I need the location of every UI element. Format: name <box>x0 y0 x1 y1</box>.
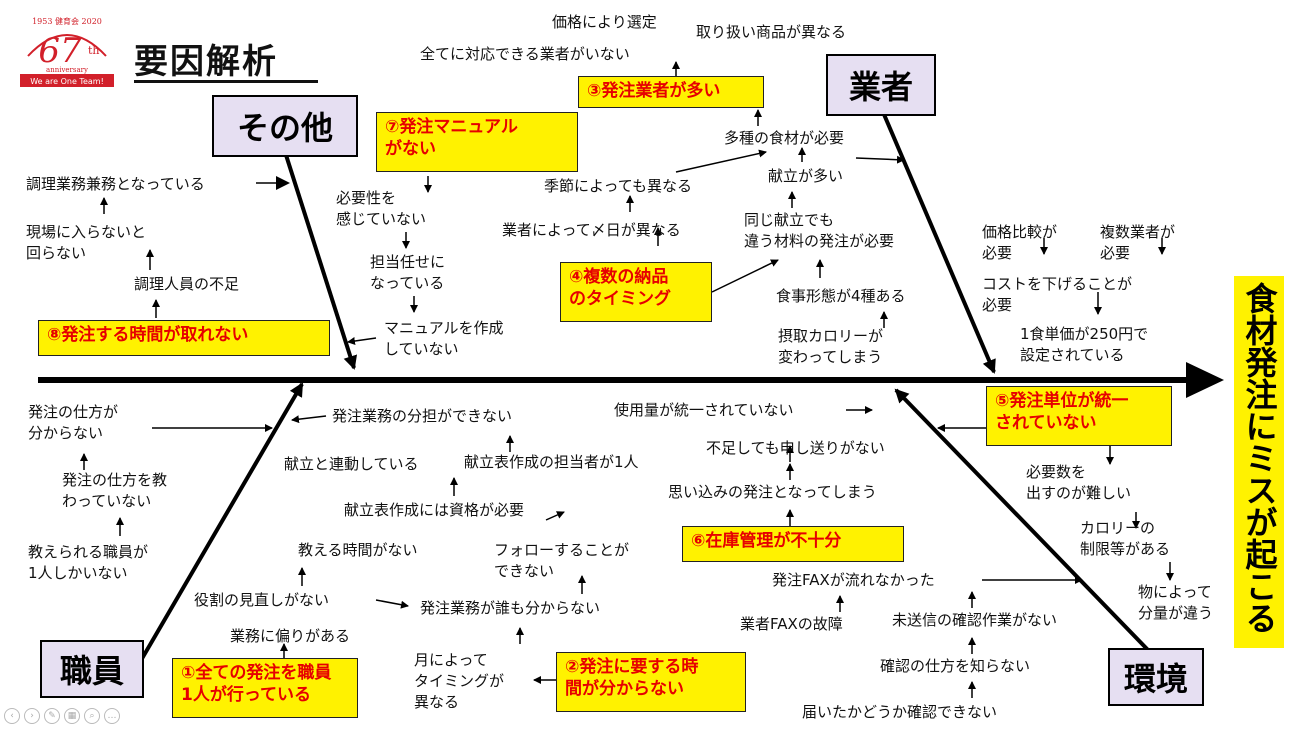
label-shiyoryo: 使用量が統一されていない <box>614 401 794 419</box>
label-todoita: 届いたかどうか確認できない <box>802 703 998 721</box>
label-fukusu-gyosha: 複数業者が 必要 <box>1100 223 1176 262</box>
label-kakunin-shikata: 確認の仕方を知らない <box>880 657 1031 675</box>
label-hitsuyosei: 必要性を 感じていない <box>336 189 427 228</box>
label-oshierareru: 教えられる職員が 1人しかいない <box>28 543 149 582</box>
next-slide-icon[interactable]: › <box>24 708 40 724</box>
bone-kankyo <box>894 388 1150 652</box>
page-title: 要因解析 <box>134 42 278 82</box>
category-sonota: その他 <box>212 95 358 157</box>
label-oshieru-jikan: 教える時間がない <box>298 541 418 559</box>
label-shokuji-keitai: 食事形態が4種ある <box>776 287 906 305</box>
label-sesshu-cal: 摂取カロリーが 変わってしまう <box>778 327 884 366</box>
label-kondate-oi: 献立が多い <box>768 167 844 185</box>
label-kakaku: 価格により選定 <box>552 13 657 31</box>
pen-icon[interactable]: ✎ <box>44 708 60 724</box>
label-fax-kosho: 業者FAXの故障 <box>740 615 843 633</box>
category-kankyo: 環境 <box>1108 648 1204 706</box>
cause-3: ③発注業者が多い <box>578 76 764 108</box>
label-cho-kenmu: 調理業務兼務となっている <box>26 175 205 193</box>
label-tsuki: 月によって タイミングが 異なる <box>414 651 505 711</box>
cause-4: ④複数の納品 のタイミング <box>560 262 712 322</box>
label-shikata-wakaranai: 発注の仕方が 分からない <box>28 403 119 442</box>
label-genba: 現場に入らないと 回らない <box>26 223 147 262</box>
slides-icon[interactable]: ▦ <box>64 708 80 724</box>
label-misoushin: 未送信の確認作業がない <box>892 611 1058 629</box>
label-kondate-rendo: 献立と連動している <box>284 455 419 473</box>
label-fusoku-moushiokuri: 不足しても申し送りがない <box>706 439 885 457</box>
label-gyosha-shime: 業者によって〆日が異なる <box>502 221 681 239</box>
label-manual-sakusei: マニュアルを作成 していない <box>384 319 504 358</box>
cause-7: ⑦発注マニュアル がない <box>376 112 578 172</box>
cause-6: ⑥在庫管理が不十分 <box>682 526 904 562</box>
result-box: 食材発注にミスが起こる <box>1234 276 1284 648</box>
label-tashu-shokuzai: 多種の食材が必要 <box>724 129 845 147</box>
label-kisetsu: 季節によっても異なる <box>544 177 693 195</box>
logo-tagline: We are One Team! <box>30 77 104 86</box>
cause-2: ②発注に要する時 間が分からない <box>556 652 746 712</box>
more-icon[interactable]: … <box>104 708 120 724</box>
bone-shokuin <box>138 382 304 664</box>
label-shikaku: 献立表作成には資格が必要 <box>344 501 525 519</box>
logo-sub: anniversary <box>46 66 88 74</box>
label-tantosha-1: 献立表作成の担当者が1人 <box>464 453 639 471</box>
label-fax-nagare: 発注FAXが流れなかった <box>772 571 935 589</box>
prev-slide-icon[interactable]: ‹ <box>4 708 20 724</box>
cause-1: ①全ての発注を職員 1人が行っている <box>172 658 358 718</box>
label-toriatsukai: 取り扱い商品が異なる <box>696 23 847 41</box>
category-shokuin: 職員 <box>40 640 144 698</box>
title-underline <box>134 80 318 83</box>
cause-8: ⑧発注する時間が取れない <box>38 320 330 356</box>
label-cal-seigen: カロリーの 制限等がある <box>1080 519 1171 558</box>
label-daremo: 発注業務が誰も分からない <box>420 599 601 617</box>
label-follow: フォローすることが できない <box>494 541 630 580</box>
label-shikata-oshie: 発注の仕方を教 わっていない <box>62 471 168 510</box>
spine-arrowhead <box>1186 362 1224 398</box>
label-tanka: 1食単価が250円で 設定されている <box>1020 325 1149 364</box>
label-mono: 物によって 分量が違う <box>1138 583 1214 622</box>
label-cost: コストを下げることが 必要 <box>982 275 1133 314</box>
bone-gyosha <box>878 104 996 374</box>
logo-years: 1953 健育会 2020 <box>32 16 102 26</box>
logo-suffix: th <box>88 44 100 57</box>
label-kakaku-hikaku: 価格比較が 必要 <box>982 223 1058 262</box>
anniversary-logo: 1953 健育会 2020 67 th anniversary We are O… <box>14 10 120 90</box>
label-subete-taio: 全てに対応できる業者がいない <box>420 45 630 63</box>
zoom-icon[interactable]: ⌕ <box>84 708 100 724</box>
cause-5: ⑤発注単位が統一 されていない <box>986 386 1172 446</box>
result-text: 食材発注にミスが起こる <box>1240 282 1279 634</box>
label-onaji-kondate: 同じ献立でも 違う材料の発注が必要 <box>744 211 895 250</box>
label-yakuwari: 役割の見直しがない <box>194 591 330 609</box>
logo-number: 67 <box>38 31 82 71</box>
label-hitsuyosu: 必要数を 出すのが難しい <box>1026 463 1132 502</box>
slideshow-navbar: ‹ › ✎ ▦ ⌕ … <box>4 708 120 726</box>
label-buntan: 発注業務の分担ができない <box>332 407 513 425</box>
category-gyosha: 業者 <box>826 54 936 116</box>
label-tanto-makase: 担当任せに なっている <box>370 253 446 292</box>
label-chori-fusoku: 調理人員の不足 <box>134 275 240 293</box>
label-katayori: 業務に偏りがある <box>230 627 351 645</box>
bone-sonota <box>284 154 358 370</box>
label-omoikomi: 思い込みの発注となってしまう <box>668 483 877 501</box>
